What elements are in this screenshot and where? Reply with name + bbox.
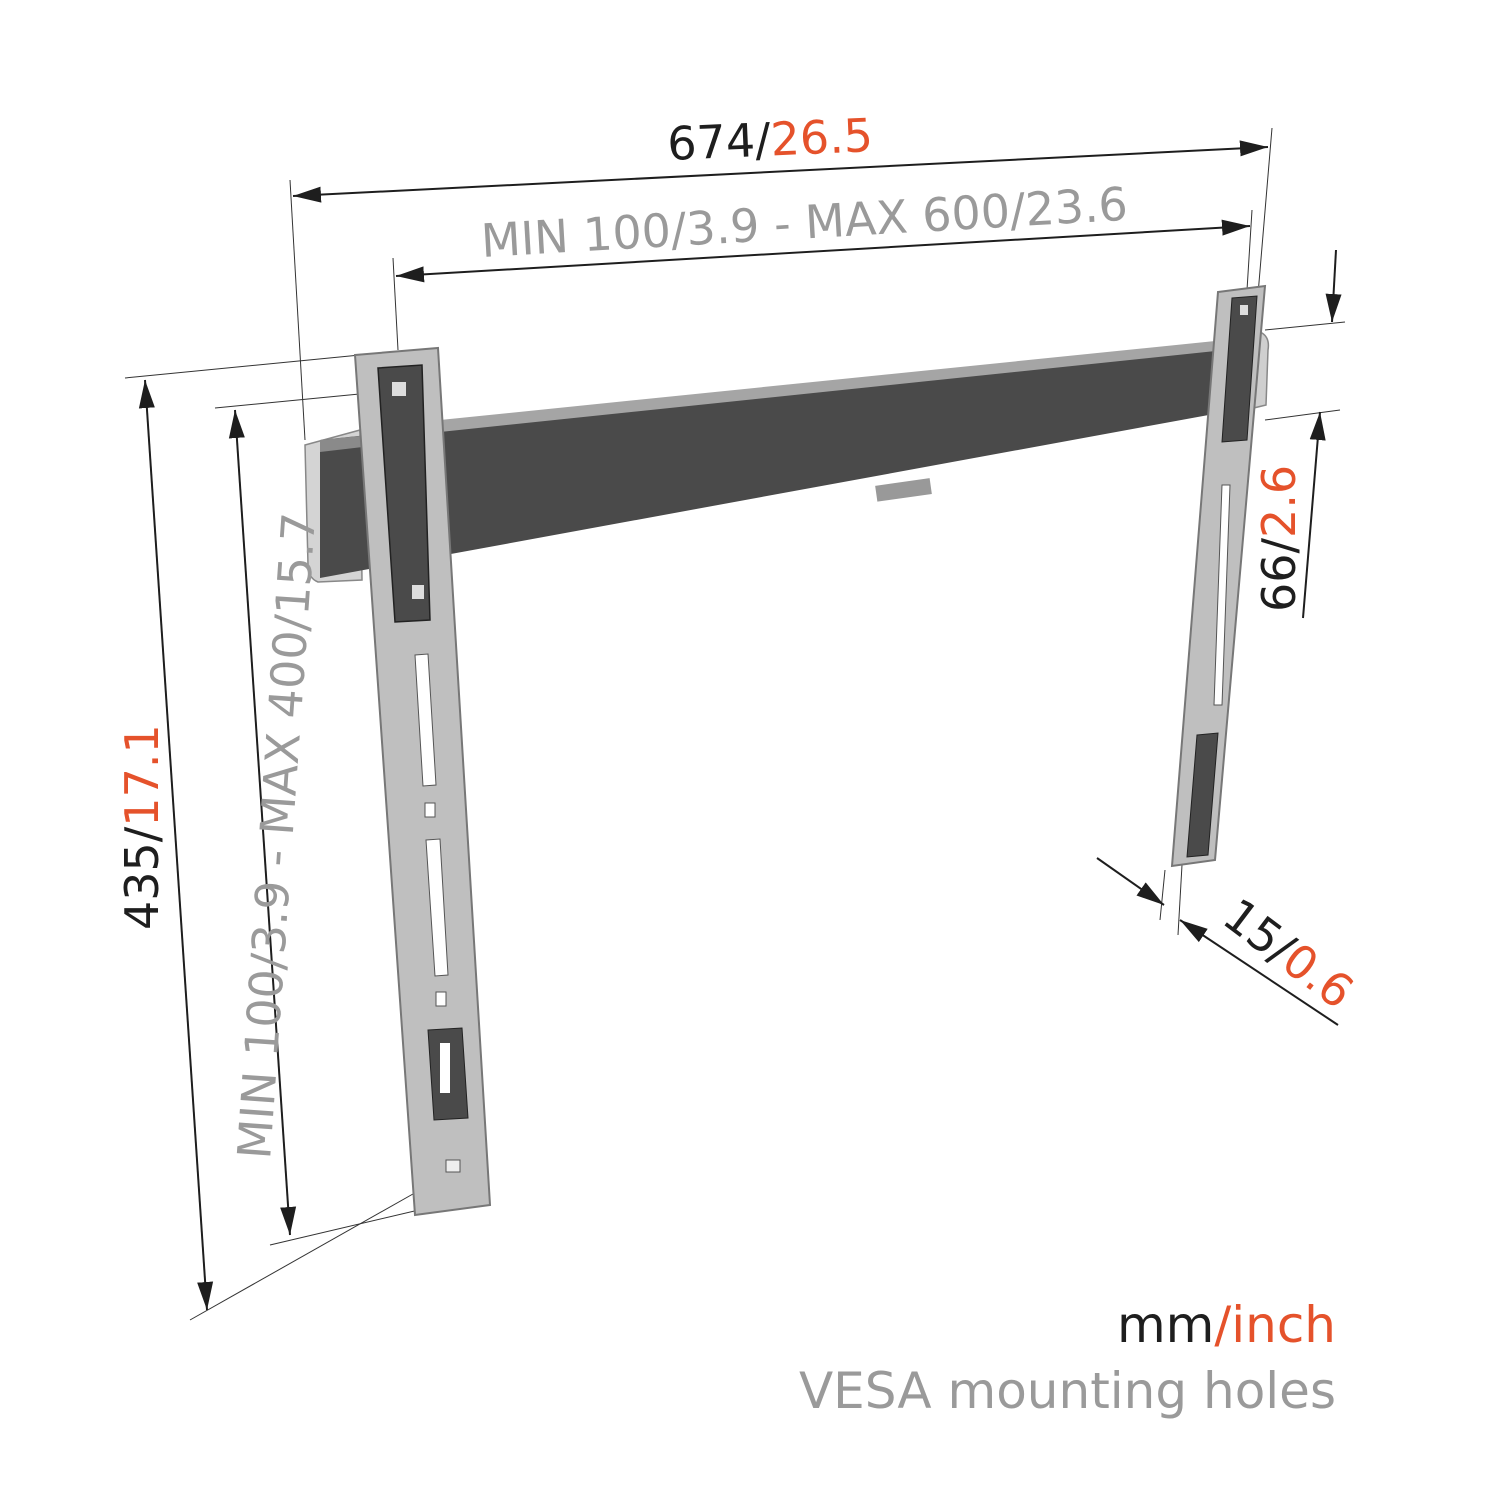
right-vertical-strip: [1170, 284, 1267, 868]
depth-arrow-left: [1096, 857, 1165, 906]
bar-height-label: 66/2.6: [1252, 465, 1306, 612]
height-sep: /: [115, 826, 169, 842]
extension-lines: [124, 127, 1346, 1321]
height-dimension-line: [138, 379, 214, 1311]
dimension-lines: [138, 140, 1342, 1311]
bar-height-inch: 2.6: [1252, 465, 1306, 538]
vesa-note: VESA mounting holes: [799, 1362, 1336, 1420]
width-inch: 26.5: [769, 108, 874, 166]
height-mm: 435: [115, 842, 169, 930]
width-label: 674/26.5: [666, 108, 874, 171]
units-legend: mm/inch: [1117, 1296, 1336, 1354]
height-inch: 17.1: [115, 724, 169, 826]
vesa-horizontal-label: MIN 100/3.9 - MAX 600/23.6: [480, 177, 1130, 268]
vesa-vertical-label: MIN 100/3.9 - MAX 400/15.7: [227, 511, 326, 1161]
vesa-horizontal-dimension-line: [395, 219, 1251, 283]
bar-height-arrow-bottom: [1302, 411, 1326, 619]
bar-height-arrow-top: [1325, 249, 1342, 323]
width-mm: 674: [666, 113, 756, 171]
legend-mm: mm: [1117, 1296, 1214, 1354]
bar-height-sep: /: [1252, 537, 1306, 553]
depth-label: 15/0.6: [1213, 888, 1363, 1020]
depth-arrow-right: [1179, 919, 1339, 1026]
bar-height-mm: 66: [1252, 553, 1306, 612]
legend-sep: /: [1214, 1296, 1231, 1354]
width-dimension-line: [292, 140, 1269, 203]
vesa-vertical-dimension-line: [228, 409, 297, 1236]
height-label: 435/17.1: [115, 724, 169, 930]
left-vertical-strip: [353, 346, 492, 1217]
wall-bracket: [304, 284, 1270, 1217]
legend-inch: inch: [1231, 1296, 1336, 1354]
horizontal-rail: [320, 345, 1225, 578]
width-sep: /: [754, 113, 772, 168]
